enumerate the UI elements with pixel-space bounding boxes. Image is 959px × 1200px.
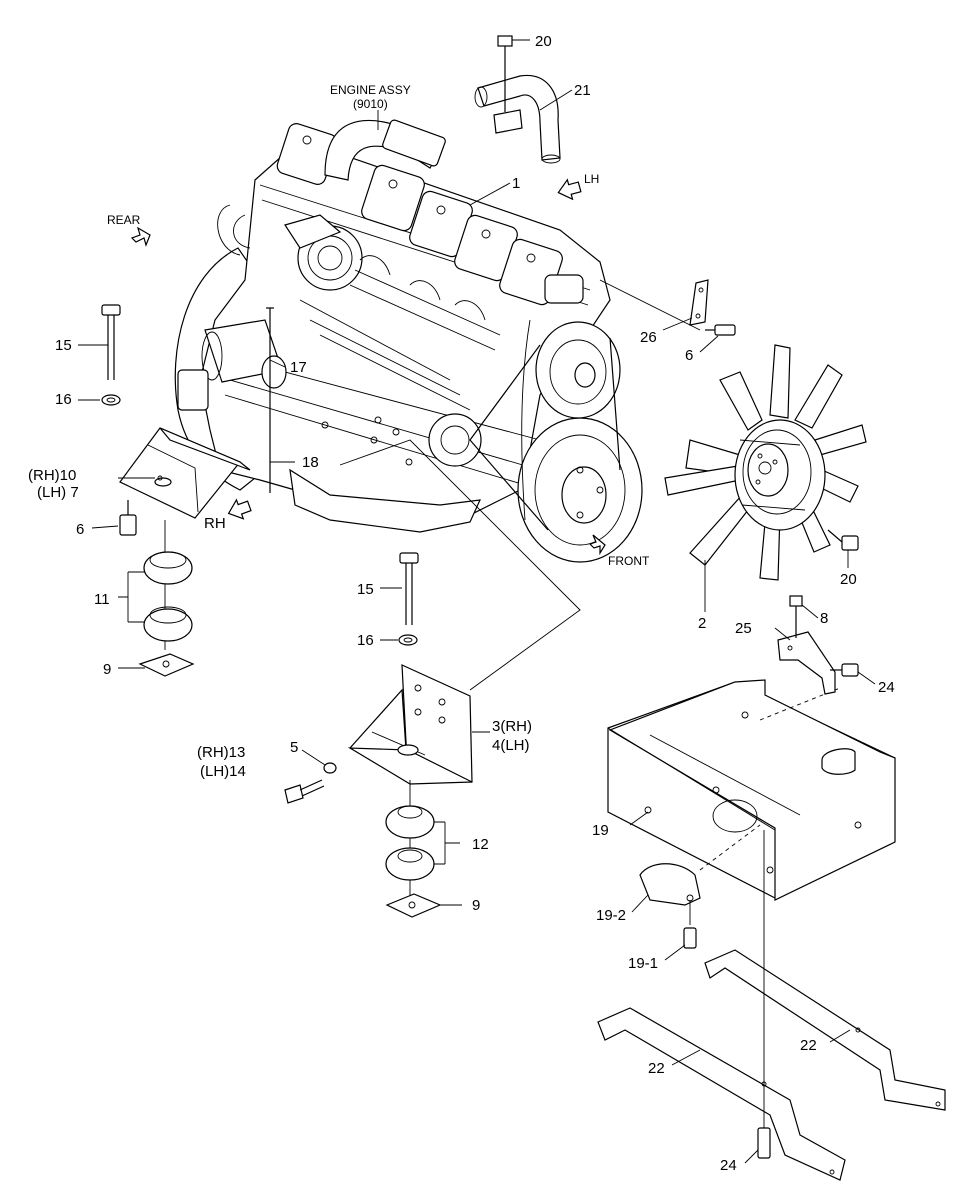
callout-7-lh: (LH) 7 <box>37 484 79 501</box>
callout-19: 19 <box>592 822 609 839</box>
callout-22-upper: 22 <box>800 1037 817 1054</box>
callout-10-rh: (RH)10 <box>28 467 76 484</box>
cooling-fan <box>664 344 867 581</box>
callout-13-rh: (RH)13 <box>197 744 245 761</box>
callout-15-rear: 15 <box>55 337 72 354</box>
rh-arrow-icon <box>227 498 252 520</box>
callout-24-bracket: 24 <box>878 679 895 696</box>
front-mount-bracket <box>284 552 473 918</box>
lh-arrow-icon <box>557 178 582 201</box>
callout-25: 25 <box>735 620 752 637</box>
bracket-25 <box>777 595 859 695</box>
assembly-name-label: ENGINE ASSY <box>330 83 411 97</box>
callout-11: 11 <box>94 591 110 608</box>
callout-4-lh: 4(LH) <box>492 737 530 754</box>
labels: ENGINE ASSY (9010) LH REAR RH FRONT 1 2 … <box>28 33 895 1174</box>
lh-direction-label: LH <box>584 172 599 186</box>
callout-2: 2 <box>698 615 706 632</box>
callout-9-front: 9 <box>472 897 480 914</box>
front-direction-label: FRONT <box>608 554 650 568</box>
rear-arrow-icon <box>130 226 151 247</box>
leader-lines <box>78 39 876 1164</box>
callout-18: 18 <box>302 454 319 471</box>
callout-14-lh: (LH)14 <box>200 763 246 780</box>
callout-1: 1 <box>512 175 520 192</box>
callout-15-front: 15 <box>357 581 374 598</box>
callout-20-hose: 20 <box>535 33 552 50</box>
callout-20-fan: 20 <box>840 571 857 588</box>
direction-arrows <box>130 178 606 556</box>
rear-direction-label: REAR <box>107 213 141 227</box>
bracket-26 <box>689 279 736 336</box>
callout-5: 5 <box>290 739 298 756</box>
callout-16-front: 16 <box>357 632 374 649</box>
callout-19-2: 19-2 <box>596 907 626 924</box>
engine-assembly <box>174 119 643 563</box>
callout-21: 21 <box>574 82 591 99</box>
callout-17: 17 <box>290 359 307 376</box>
callout-6-bracket: 6 <box>685 347 693 364</box>
assembly-code-label: (9010) <box>353 97 388 111</box>
callout-9-rear: 9 <box>103 661 111 678</box>
callout-19-1: 19-1 <box>628 955 658 972</box>
radiator-hose <box>474 35 561 164</box>
cover-plate <box>639 824 761 949</box>
callout-12: 12 <box>472 836 489 853</box>
mount-reference-line <box>339 439 581 691</box>
callout-16-rear: 16 <box>55 391 72 408</box>
callout-22-lower: 22 <box>648 1060 665 1077</box>
fan-bolt <box>827 529 859 551</box>
front-arrow-icon <box>588 534 606 556</box>
callout-24-bottom: 24 <box>720 1157 737 1174</box>
callout-8: 8 <box>820 610 828 627</box>
rh-direction-label: RH <box>204 515 226 532</box>
callout-3-rh: 3(RH) <box>492 718 532 735</box>
fan-guard <box>607 679 896 901</box>
support-bars <box>597 830 946 1181</box>
callout-26: 26 <box>640 329 657 346</box>
callout-6-mount: 6 <box>76 521 84 538</box>
rear-mount-bracket <box>101 304 251 677</box>
